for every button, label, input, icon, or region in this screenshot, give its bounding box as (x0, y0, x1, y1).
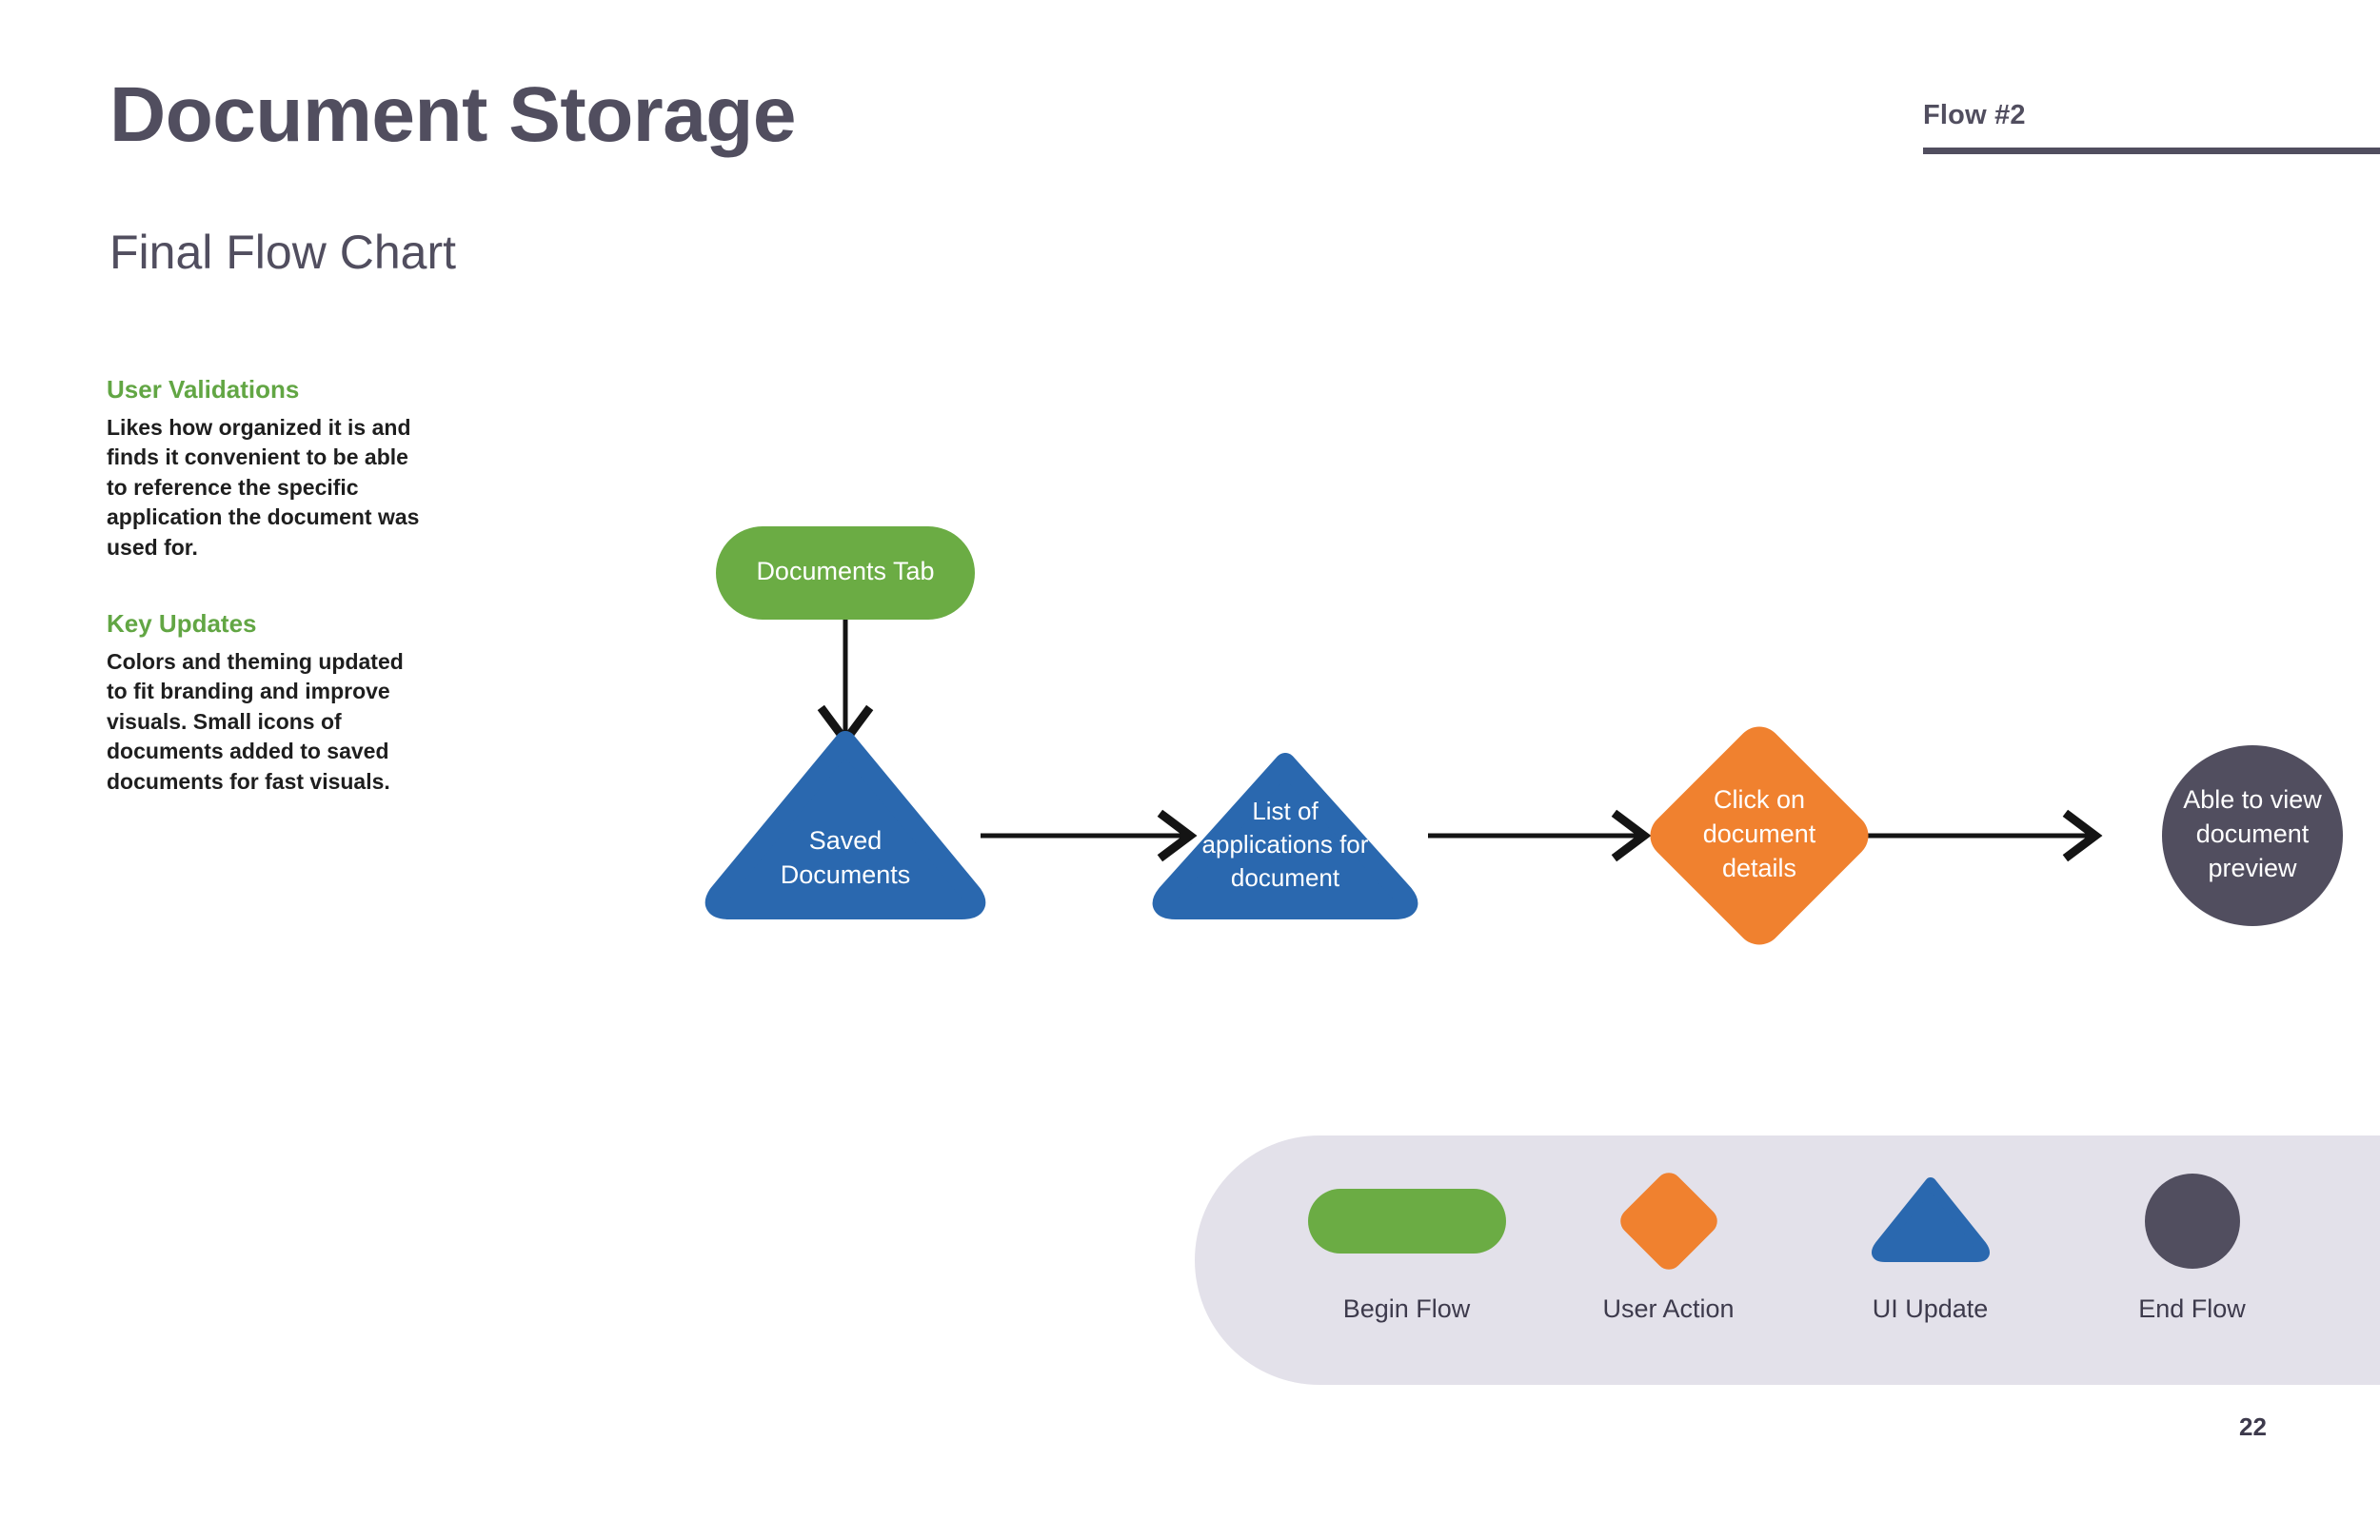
flow-node-documents-tab[interactable]: Documents Tab (716, 526, 975, 620)
flow-node-view-preview-line3: preview (2208, 854, 2297, 882)
flow-node-saved-documents-line2: Documents (781, 860, 911, 889)
flow-node-saved-documents-line1: Saved (809, 826, 883, 855)
connector-saved-to-list (981, 809, 1198, 862)
flow-node-documents-tab-label: Documents Tab (756, 557, 934, 585)
flow-node-click-details-line3: details (1722, 854, 1796, 882)
note-block-user-validations: User Validations Likes how organized it … (107, 376, 421, 563)
legend-label-begin-flow: Begin Flow (1342, 1294, 1471, 1323)
header-divider (1923, 148, 2380, 154)
page-subtitle: Final Flow Chart (109, 226, 456, 279)
flow-node-click-details[interactable]: Click on document details (1641, 718, 1878, 955)
flow-node-view-preview[interactable]: Able to view document preview (2162, 745, 2343, 926)
flow-node-click-details-line1: Click on (1714, 785, 1805, 814)
flow-node-saved-documents[interactable]: Saved Documents (704, 731, 986, 919)
legend-item-ui-update: UI Update (1799, 1171, 2061, 1324)
legend-swatch-ui-update (1869, 1171, 1993, 1271)
legend-label-end-flow: End Flow (2138, 1294, 2246, 1323)
diamond-shape-icon (1614, 1166, 1723, 1275)
connector-click-to-preview (1866, 809, 2103, 862)
note-heading-user-validations: User Validations (107, 375, 300, 404)
legend-item-end-flow: End Flow (2061, 1171, 2323, 1324)
notes-column: User Validations Likes how organized it … (107, 376, 421, 797)
legend-label-user-action: User Action (1602, 1294, 1735, 1323)
triangle-shape-icon (1871, 1176, 1990, 1262)
flow-node-list-applications-line1: List of (1252, 797, 1319, 825)
connector-list-to-click (1428, 809, 1652, 862)
flow-node-click-details-line2: document (1703, 819, 1816, 848)
flow-node-view-preview-line2: document (2196, 819, 2310, 848)
flow-node-list-applications[interactable]: List of applications for document (1152, 753, 1418, 919)
page-number: 22 (2239, 1412, 2267, 1441)
legend-items: Begin Flow User Action UI Update End Flo… (1276, 1166, 2323, 1361)
flow-node-list-applications-line3: document (1231, 863, 1340, 892)
legend-swatch-user-action (1614, 1166, 1723, 1275)
note-heading-key-updates: Key Updates (107, 609, 257, 639)
pill-shape-icon (1307, 1188, 1506, 1254)
flow-node-view-preview-line1: Able to view (2183, 785, 2322, 814)
note-body-key-updates: Colors and theming updated to fit brandi… (107, 648, 404, 794)
note-block-key-updates: Key Updates Colors and theming updated t… (107, 610, 421, 797)
flow-number-label: Flow #2 (1923, 100, 2026, 130)
flow-node-list-applications-line2: applications for (1202, 830, 1369, 859)
legend-label-ui-update: UI Update (1872, 1294, 1989, 1323)
legend-item-user-action: User Action (1537, 1166, 1799, 1324)
legend-item-begin-flow: Begin Flow (1276, 1171, 1537, 1324)
page-title: Document Storage (109, 71, 797, 158)
legend-swatch-begin-flow (1307, 1171, 1506, 1271)
note-body-user-validations: Likes how organized it is and finds it c… (107, 414, 420, 560)
connector-tab-to-saved (817, 619, 874, 748)
circle-shape-icon (2144, 1173, 2240, 1269)
legend-swatch-end-flow (2144, 1171, 2240, 1271)
